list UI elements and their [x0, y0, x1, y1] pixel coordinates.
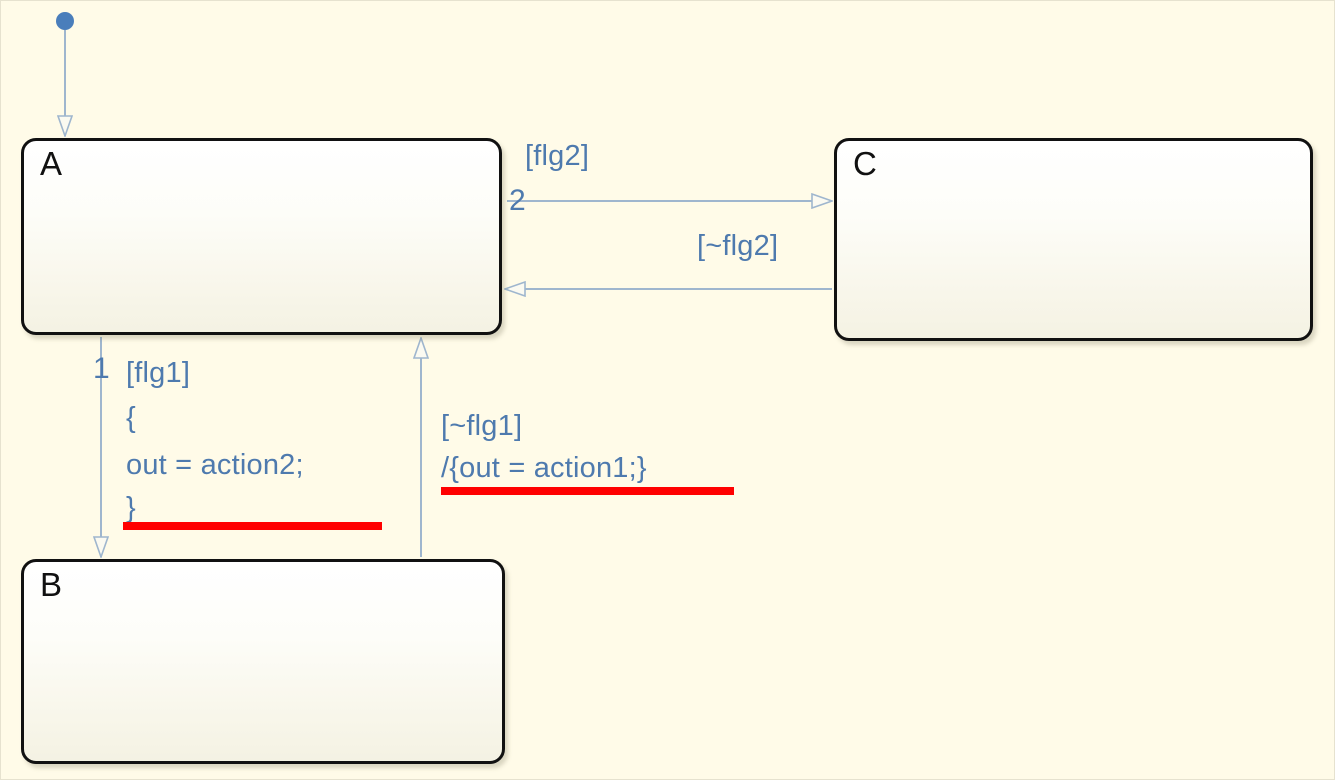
- transition-C-to-A-guard[interactable]: [~flg2]: [697, 230, 779, 262]
- state-C[interactable]: C: [834, 138, 1313, 341]
- transition-B-to-A-guard[interactable]: [~flg1]: [441, 410, 523, 442]
- transition-B-to-A-action[interactable]: /{out = action1;}: [441, 452, 647, 484]
- transition-default-to-A[interactable]: [56, 12, 74, 136]
- state-B[interactable]: B: [21, 559, 505, 764]
- transition-B-to-A-highlight: [441, 487, 734, 495]
- transition-A-to-B-brace-open[interactable]: {: [126, 402, 136, 434]
- state-A-label: A: [40, 145, 63, 182]
- transition-A-to-B-priority[interactable]: 1: [93, 352, 110, 385]
- state-C-label: C: [853, 145, 877, 182]
- transition-A-to-C-priority[interactable]: 2: [509, 184, 526, 217]
- transition-A-to-B-highlight: [123, 522, 382, 530]
- state-A[interactable]: A: [21, 138, 502, 335]
- state-B-label: B: [40, 566, 63, 603]
- transition-A-to-B-guard[interactable]: [flg1]: [126, 357, 191, 389]
- default-transition-dot: [56, 12, 74, 30]
- transition-A-to-B-brace-close[interactable]: }: [126, 492, 136, 524]
- transition-A-to-C-guard[interactable]: [flg2]: [525, 140, 590, 172]
- transition-A-to-B-action[interactable]: out = action2;: [126, 449, 304, 481]
